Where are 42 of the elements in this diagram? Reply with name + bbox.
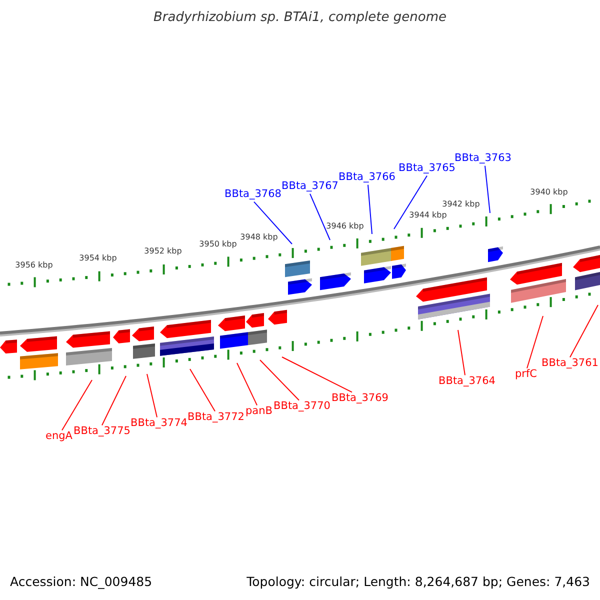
gene-label: BBta_3768 [224,189,282,201]
leader-line [368,184,372,234]
gene-label: BBta_3763 [454,153,512,165]
gene-label: BBta_3774 [130,418,188,430]
gene-label: BBta_3765 [398,163,456,175]
scale-label: 3948 kbp [240,234,278,242]
title: Bradyrhizobium sp. BTAi1, complete genome [154,10,446,26]
gene-label: BBta_3764 [438,376,496,388]
gene-label: BBta_3775 [74,426,130,438]
leader-line [570,304,598,358]
leader-line [310,193,330,240]
leader-line [102,376,126,426]
leader-line [236,362,258,406]
gene-label: BBta_3761 [542,358,598,370]
scale-label: 3954 kbp [79,254,117,264]
gene-label: BBta_3770 [274,401,330,413]
leader-line [62,380,92,431]
gene-label: BBta_3769 [332,393,388,405]
footer-text: Accession: NC_009485 [10,575,152,589]
leader-line [190,368,216,412]
gene-label: prfC [515,369,537,381]
leader-line [254,201,292,244]
gene-label: BBta_3766 [338,172,396,184]
leader-line [146,374,158,418]
scale-label: 3950 kbp [199,240,237,250]
leader-line [394,175,428,230]
scale-label: 3940 kbp [530,188,568,198]
scale-label: 3952 kbp [144,248,182,256]
footer-text: Topology: circular; Length: 8,264,687 bp; Genes: 7,463 [246,575,590,589]
scale-label: 3944 kbp [409,212,447,220]
gene-label: engA [46,431,72,443]
leader-line [260,360,300,401]
gene-label: BBta_3772 [188,412,244,424]
leader-line [484,165,490,214]
leader-line [526,316,544,369]
scale-label: 3942 kbp [442,200,480,210]
gene-label: panB [246,406,272,418]
scale-label: 3956 kbp [15,262,53,270]
leader-line [458,330,466,376]
leader-line [282,356,352,393]
gene-label: BBta_3767 [282,181,338,193]
scale-label: 3946 kbp [326,222,364,232]
